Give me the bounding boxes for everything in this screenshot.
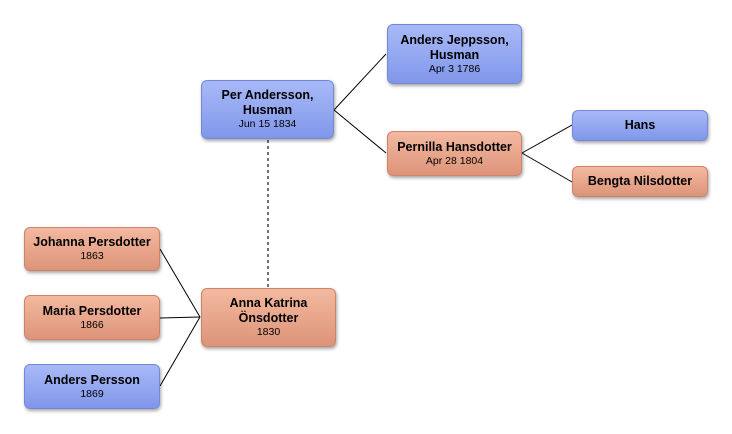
person-name: Maria Persdotter — [42, 303, 142, 318]
connector-anna-to-johanna — [159, 248, 201, 318]
person-per-andersson[interactable]: Per Andersson, Husman Jun 15 1834 — [201, 80, 334, 139]
connector-per-to-father — [333, 53, 387, 111]
connector-anna-to-maria — [159, 316, 201, 319]
person-name: Per Andersson, Husman — [221, 88, 314, 117]
person-date: 1869 — [80, 387, 104, 400]
person-bengta-nilsdotter[interactable]: Bengta Nilsdotter — [572, 166, 708, 197]
person-date: 1863 — [80, 250, 104, 262]
person-name: Hans — [624, 118, 656, 132]
person-date: 1830 — [256, 326, 281, 338]
person-date: Apr 3 1786 — [428, 62, 481, 75]
person-anders-persson[interactable]: Anders Persson 1869 — [24, 364, 160, 409]
person-name: Anders Persson — [44, 372, 140, 387]
person-name: Anders Jeppsson, Husman — [400, 32, 509, 62]
connector-pernilla-to-father — [521, 124, 573, 154]
person-name: Johanna Persdotter — [33, 235, 151, 249]
person-johanna-persdotter[interactable]: Johanna Persdotter 1863 — [24, 227, 160, 271]
person-name: Pernilla Hansdotter — [397, 139, 512, 154]
person-name: Anna Katrina Önsdotter — [229, 296, 308, 325]
person-date: 1866 — [80, 318, 104, 331]
person-hans[interactable]: Hans — [572, 110, 708, 141]
person-anna-katrina-onsdotter[interactable]: Anna Katrina Önsdotter 1830 — [201, 288, 336, 347]
connector-pernilla-to-mother — [521, 152, 573, 183]
person-anders-jeppsson[interactable]: Anders Jeppsson, Husman Apr 3 1786 — [387, 24, 522, 84]
person-date: Apr 28 1804 — [425, 154, 484, 167]
person-maria-persdotter[interactable]: Maria Persdotter 1866 — [24, 295, 160, 340]
connector-anna-to-anders-persson — [159, 316, 201, 387]
person-name: Bengta Nilsdotter — [587, 174, 693, 188]
person-pernilla-hansdotter[interactable]: Pernilla Hansdotter Apr 28 1804 — [387, 131, 522, 176]
connector-per-to-mother — [333, 109, 387, 154]
person-date: Jun 15 1834 — [238, 118, 297, 130]
